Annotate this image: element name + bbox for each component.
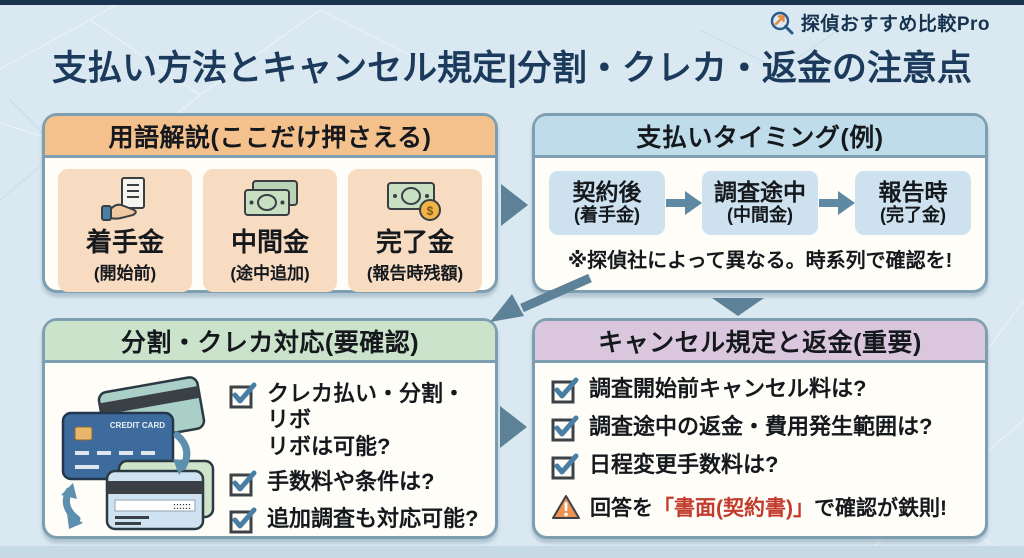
warning-row: 回答を「書面(契約書)」で確認が鉄則! [551,492,973,522]
panel-cancel-header: キャンセル規定と返金(重要) [535,321,985,363]
check-text: 調査開始前キャンセル料は? [589,376,867,401]
term-name: 完了金 [375,227,454,257]
check-text: 日程変更手数料は? [589,452,779,477]
term-card-final: $ 完了金 (報告時残額) [348,169,482,292]
checkbox-icon [551,415,579,442]
panel-cancel: キャンセル規定と返金(重要) 調査開始前キャンセル料は? 調査途中の返金・費用発… [532,318,988,539]
check-text: 調査途中の返金・費用発生範囲は? [589,414,933,439]
installment-checklist: クレカ払い・分割・リボ リボは可能? 手数料や条件は? [229,373,485,536]
warning-text: 回答を「書面(契約書)」で確認が鉄則! [590,492,947,522]
panel-installment-body: CREDIT CARD :::::: [45,363,495,544]
check-item: 調査途中の返金・費用発生範囲は? [551,414,973,442]
panel-timing: 支払いタイミング(例) 契約後 (着手金) 調査途中 (中間金) [532,113,988,293]
checkbox-icon [229,507,257,534]
credit-cards-icon: CREDIT CARD :::::: [53,373,225,536]
check-item: 追加調査も対応可能? [229,506,485,534]
panel-installment-header: 分割・クレカ対応(要確認) [45,321,495,363]
timing-caution-note: ※探偵社によって異なる。時系列で確認を! [567,250,953,273]
connector-arrow-right-bottom [500,406,527,448]
timing-step-report: 報告時 (完了金) [855,171,971,236]
term-card-deposit: 着手金 (開始前) [58,169,192,292]
connector-arrow-right-top [501,184,528,226]
step-label: 調査途中 [714,179,806,205]
svg-text:$: $ [427,204,434,218]
timing-step-during: 調査途中 (中間金) [702,171,818,236]
checkbox-icon [551,453,579,480]
panel-terms-header: 用語解説(ここだけ押さえる) [45,116,495,158]
checkbox-icon [551,377,579,404]
panel-timing-header: 支払いタイミング(例) [535,116,985,158]
top-navy-strip [0,0,1024,5]
warning-triangle-icon [552,494,580,519]
flow-arrow-icon [818,191,855,216]
term-note: (報告時残額) [366,263,464,283]
check-text: クレカ払い・分割・リボ [267,381,466,433]
page-title: 支払い方法とキャンセル規定|分割・クレカ・返金の注意点 [52,49,972,88]
step-label: 報告時 [878,179,948,205]
panel-terms-body: 着手金 (開始前) 中間金 (途中追加) [45,158,495,305]
step-label: 契約後 [572,179,642,205]
term-name: 中間金 [230,227,309,257]
warning-post: で確認が鉄則! [814,497,947,520]
warning-emphasis: 「書面(契約書)」 [653,497,814,520]
warning-pre: 回答を [590,497,653,520]
check-item: 手数料や条件は? [229,469,485,497]
term-note: (途中追加) [230,263,310,283]
term-note: (開始前) [93,263,157,283]
panel-cancel-body: 調査開始前キャンセル料は? 調査途中の返金・費用発生範囲は? 日程変更手数料は? [535,363,985,522]
brand-name: 探偵おすすめ比較Pro [800,14,990,35]
check-text: リボは可能? [267,433,391,459]
check-text: 手数料や条件は? [267,469,435,495]
panel-timing-body: 契約後 (着手金) 調査途中 (中間金) 報告時 (完了金) [535,158,985,273]
connector-arrow-diagonal [490,273,592,322]
check-item: 日程変更手数料は? [551,452,973,480]
checkbox-icon [229,470,257,497]
svg-text:CREDIT CARD: CREDIT CARD [110,421,165,430]
brand-logo: 探偵おすすめ比較Pro [769,9,990,36]
step-note: (完了金) [880,205,946,226]
panel-terms: 用語解説(ここだけ押さえる) 着手金 (開始前) [42,113,498,293]
connector-arrow-down [712,298,764,316]
bottom-strip [0,546,1024,558]
magnifier-arrow-icon [770,11,794,34]
step-note: (中間金) [727,205,793,226]
banknote-coin-icon: $ [382,176,448,228]
check-item: 調査開始前キャンセル料は? [551,376,973,404]
banknotes-icon [237,176,303,228]
flow-arrow-icon [665,191,702,216]
panel-installment: 分割・クレカ対応(要確認) CREDIT CARD [42,318,498,539]
hand-document-icon [96,176,154,228]
check-text: 追加調査も対応可能? [267,506,479,532]
svg-text:::::::: :::::: [173,501,191,511]
term-name: 着手金 [85,227,164,257]
step-note: (着手金) [574,205,640,226]
term-card-interim: 中間金 (途中追加) [203,169,337,292]
timing-step-contract: 契約後 (着手金) [549,171,665,236]
checkbox-icon [229,382,257,409]
check-item: クレカ払い・分割・リボ リボは可能? [229,381,485,460]
